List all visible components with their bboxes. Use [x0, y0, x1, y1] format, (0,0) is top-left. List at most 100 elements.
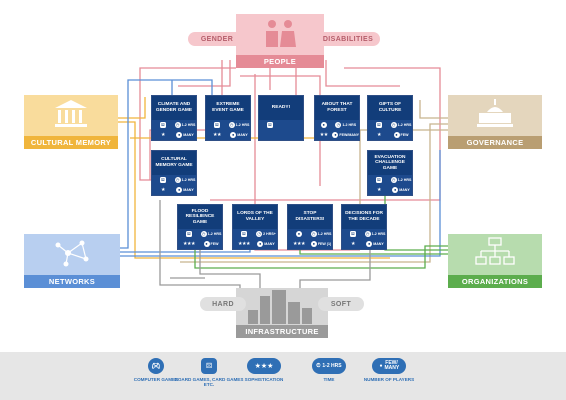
- clock-icon: ◷: [256, 231, 263, 237]
- governance-hub: GOVERNANCE: [448, 95, 542, 149]
- network-icon: [55, 240, 89, 267]
- player-icon: ●: [392, 187, 399, 193]
- player-icon: ●: [310, 241, 317, 247]
- city-buildings-icon: [236, 288, 328, 326]
- game-time: 1-2 HRS: [317, 232, 332, 236]
- game-players: MANY: [183, 133, 194, 137]
- legend-computer-games: 🎮︎ COMPUTER GAMES: [121, 358, 191, 382]
- clock-icon: ◷: [390, 177, 397, 183]
- clock-icon: ◷: [174, 177, 181, 183]
- game-players: FEW/MANY: [339, 133, 359, 137]
- game-card-gifts-of-culture[interactable]: Gifts of Culture⚄◷1-2 HRS★●FEW: [367, 95, 413, 141]
- org-chart-icon: [475, 237, 515, 265]
- game-title: Stop Disasters!: [288, 205, 332, 229]
- networks-label: NETWORKS: [24, 275, 120, 288]
- dice-icon: ⚄: [350, 231, 356, 237]
- game-time: 1-2 HRS: [235, 123, 250, 127]
- game-players: MANY: [373, 242, 384, 246]
- game-title: Gifts of Culture: [368, 96, 412, 120]
- game-card-climate-and-gender-game[interactable]: Climate and Gender Game⚄◷1-2 HRS★●MANY: [151, 95, 197, 141]
- game-title: Ready!: [259, 96, 303, 120]
- game-card-flood-resilience-game[interactable]: Flood Resilience Game⚄◷1-2 HRS★★★●FEW: [177, 204, 223, 250]
- game-time: 1-2 HRS: [342, 123, 357, 127]
- clock-icon: ◷: [174, 122, 181, 128]
- legend-sophistication: ★★★ SOPHISTICATION: [229, 358, 299, 382]
- game-card-extreme-event-game[interactable]: Extreme Event Game⚄◷1-2 HRS★★●MANY: [205, 95, 251, 141]
- dice-icon: ⚄: [201, 358, 217, 374]
- gender-tag: GENDER: [188, 32, 246, 46]
- gamepad-icon: 🎮︎: [148, 358, 164, 374]
- cultural-memory-hub: CULTURAL MEMORY: [24, 95, 118, 149]
- player-icon: ●: [257, 241, 264, 247]
- game-card-lords-of-the-valley[interactable]: Lords of the Valley⚄◷2 HRS+★★★●MANY: [232, 204, 278, 250]
- organizations-label: ORGANIZATIONS: [448, 275, 542, 288]
- sophistication-stars: ★★★: [238, 241, 250, 247]
- cultural-memory-label: CULTURAL MEMORY: [24, 136, 118, 149]
- stars-icon: ★★★: [247, 358, 281, 374]
- infrastructure-hub: INFRASTRUCTURE: [236, 288, 328, 338]
- game-title: Lords of the Valley: [233, 205, 277, 229]
- people-hub: PEOPLE: [236, 14, 324, 68]
- gamepad-icon: ●: [320, 122, 327, 128]
- game-players: FEW (1): [317, 242, 332, 246]
- game-time: 1-2 HRS: [397, 123, 412, 127]
- player-icon: ●: [230, 132, 237, 138]
- game-time: 1-2 HRS: [397, 178, 412, 182]
- clock-icon: ◷: [390, 122, 397, 128]
- sophistication-stars: ★★★: [183, 241, 195, 247]
- game-players: MANY: [399, 188, 410, 192]
- game-card-evacuation-challenge-game[interactable]: Evacuation Challenge Game ⚄ ◷1-2 HRS ★ ●MANY: [367, 150, 413, 196]
- networks-hub: NETWORKS: [24, 234, 120, 288]
- sophistication-stars: ★: [351, 241, 355, 247]
- dice-icon: ⚄: [160, 177, 166, 183]
- clock-icon: ◷: [200, 231, 207, 237]
- soft-tag: SOFT: [318, 297, 364, 311]
- game-players: MANY: [237, 133, 248, 137]
- dice-icon: ⚄: [376, 122, 382, 128]
- game-players: MANY: [183, 188, 194, 192]
- game-card-stop-disasters[interactable]: Stop Disasters!●◷1-2 HRS★★★●FEW (1): [287, 204, 333, 250]
- sophistication-stars: ★: [377, 132, 381, 138]
- game-card-cultural-memory-game[interactable]: Cultural Memory Game ⚄ ◷1-2 HRS ★ ●MANY: [151, 150, 197, 196]
- governance-label: GOVERNANCE: [448, 136, 542, 149]
- sophistication-stars: ★: [377, 187, 381, 193]
- game-time: 1-2 HRS: [207, 232, 222, 236]
- game-time: 1-2 HRS: [181, 123, 196, 127]
- dice-icon: ⚄: [160, 122, 166, 128]
- player-icon: ●: [366, 241, 373, 247]
- museum-icon: [55, 100, 87, 127]
- capitol-icon: [477, 99, 513, 127]
- clock-icon: ◷: [310, 231, 317, 237]
- disabilities-tag: DISABILITIES: [316, 32, 380, 46]
- people-icon: [266, 20, 296, 47]
- player-icon: ●: [176, 187, 183, 193]
- game-players: FEW: [400, 133, 409, 137]
- legend-board-games: ⚄ BOARD GAMES, CARD GAMES ETC.: [174, 358, 244, 388]
- game-players: MANY: [264, 242, 275, 246]
- game-card-about-that-forest[interactable]: About That Forest●◷1-2 HRS★★●FEW/MANY: [314, 95, 360, 141]
- game-title: Cultural Memory Game: [152, 151, 196, 175]
- game-card-decisions-for-the-decade[interactable]: Decisions for the Decade⚄◷1-2 HRS★●MANY: [341, 204, 387, 250]
- game-title: Climate and Gender Game: [152, 96, 196, 120]
- player-icon: ●: [332, 132, 339, 138]
- dice-icon: ⚄: [214, 122, 220, 128]
- clock-icon: ◷: [335, 122, 342, 128]
- people-label: PEOPLE: [236, 55, 324, 68]
- player-icon: ●: [176, 132, 183, 138]
- clock-icon: 🕐︎1-2 HRS: [312, 358, 346, 374]
- game-title: Evacuation Challenge Game: [368, 151, 412, 175]
- game-card-ready[interactable]: Ready! ⚄: [258, 95, 304, 141]
- game-title: About That Forest: [315, 96, 359, 120]
- game-players: FEW: [210, 242, 219, 246]
- dice-icon: ⚄: [267, 122, 273, 128]
- dice-icon: ⚄: [186, 231, 192, 237]
- infrastructure-label: INFRASTRUCTURE: [236, 325, 328, 338]
- gamepad-icon: ●: [296, 231, 302, 237]
- game-title: Extreme Event Game: [206, 96, 250, 120]
- game-time: 2 HRS+: [263, 232, 276, 236]
- player-icon: ●FEW/ MANY: [372, 358, 406, 374]
- sophistication-stars: ★: [161, 187, 165, 193]
- game-time: 1-2 HRS: [181, 178, 196, 182]
- game-title: Decisions for the Decade: [342, 205, 386, 229]
- dice-icon: ⚄: [376, 177, 382, 183]
